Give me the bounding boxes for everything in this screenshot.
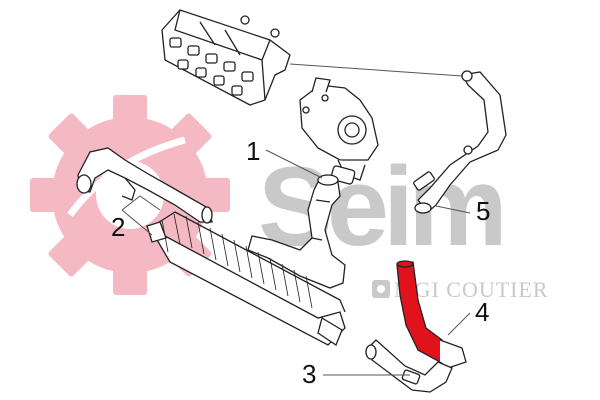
hose-2-icon [76,147,213,224]
part-number-1: 1 [246,136,260,166]
hose-3-icon [365,339,453,393]
mgi-logo-icon [372,280,390,298]
pipe-5-icon [413,70,507,214]
intercooler-icon [146,211,346,346]
part-number-2: 2 [111,212,125,242]
part-number-5: 5 [476,196,490,226]
part-number-4: 4 [475,297,489,327]
part-number-3: 3 [302,359,316,389]
hose-4-highlighted-icon [396,260,467,369]
intake-manifold-icon [161,9,291,106]
leader-lines [121,63,471,376]
subtitle-watermark: MGI COUTIER [394,277,549,302]
valve-body-icon [299,77,379,185]
hose-1-icon [247,174,346,289]
